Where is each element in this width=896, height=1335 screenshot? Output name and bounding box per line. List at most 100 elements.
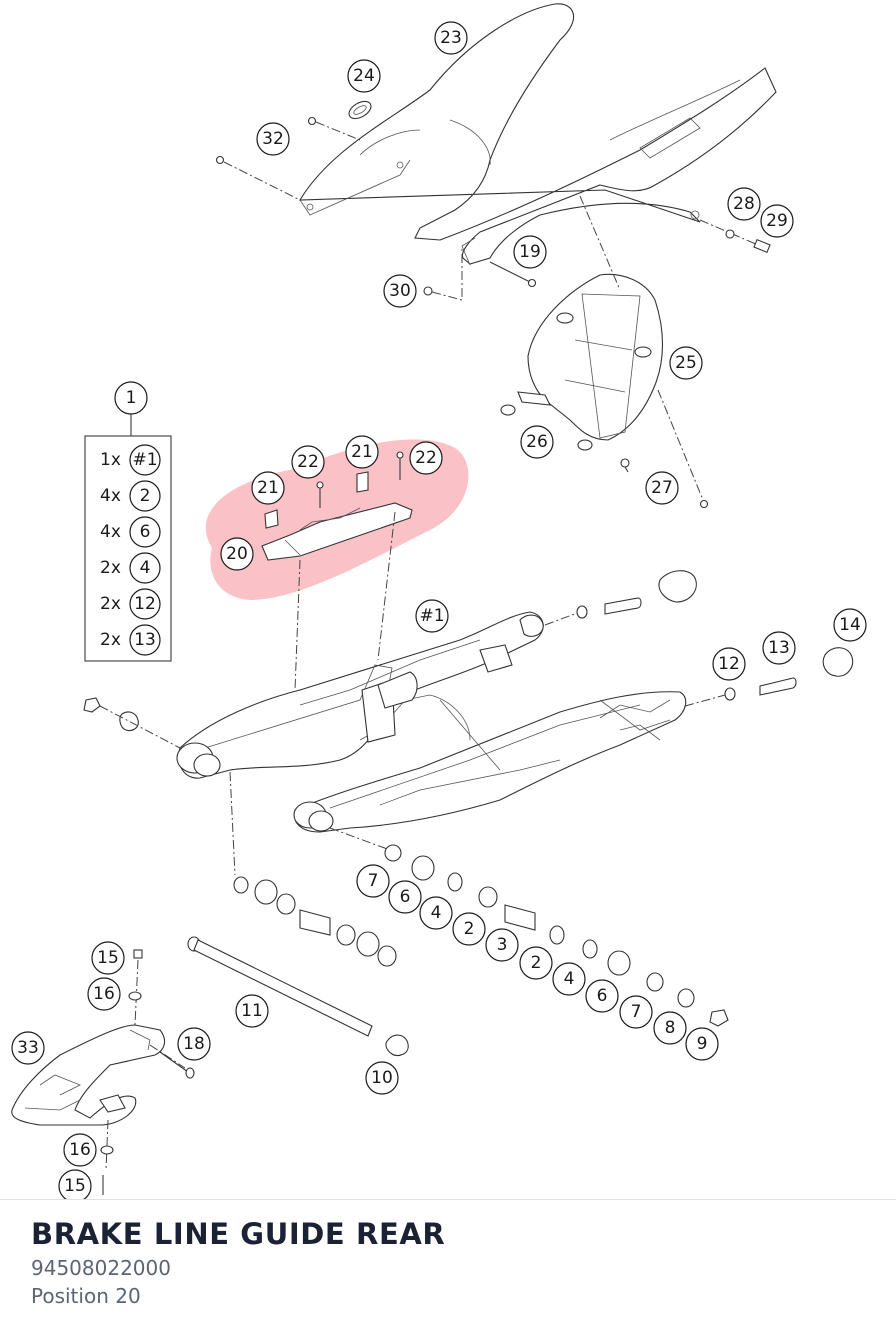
- kit-row-qty: 2x: [100, 630, 121, 650]
- axle-hardware-upper-part: [544, 570, 854, 707]
- callout-label: 24: [353, 66, 375, 86]
- callout-11: 11: [235, 994, 269, 1028]
- callout-8: 8: [653, 1011, 687, 1045]
- part-title: BRAKE LINE GUIDE REAR: [31, 1217, 446, 1251]
- callout-22: 22: [291, 445, 325, 479]
- part-number: 94508022000: [31, 1256, 171, 1280]
- kit-row-ref: 13: [134, 630, 156, 650]
- part-info-panel: BRAKE LINE GUIDE REAR 94508022000 Positi…: [31, 1214, 871, 1310]
- callout-33: 33: [11, 1031, 45, 1065]
- callout-23: 23: [434, 21, 468, 55]
- callout-label: 29: [766, 211, 788, 231]
- kit-row: 1x#1: [100, 444, 161, 476]
- callout-label: 22: [297, 452, 319, 472]
- callout-label: 19: [519, 242, 541, 262]
- callout-label: 8: [665, 1018, 676, 1038]
- callout-label: 27: [651, 478, 673, 498]
- kit-label: 1: [126, 388, 137, 408]
- chain-slider-part: [11, 949, 195, 1195]
- kit-row: 2x 13: [100, 624, 161, 656]
- callout-6: 6: [585, 979, 619, 1013]
- callout-label: 7: [368, 871, 379, 891]
- part-position: Position 20: [31, 1284, 141, 1308]
- callout-30: 30: [383, 274, 417, 308]
- kit-row-ref: 2: [140, 486, 151, 506]
- callout-32: 32: [256, 122, 290, 156]
- screw-28-29-part: [699, 219, 771, 254]
- callout-label: 2: [531, 953, 542, 973]
- callout-9: 9: [685, 1027, 719, 1061]
- callout-label: 28: [733, 194, 755, 214]
- callout-label: 30: [389, 281, 411, 301]
- callout-label: 33: [17, 1038, 39, 1058]
- callout-13: 13: [762, 631, 796, 665]
- callout-label: 32: [262, 129, 284, 149]
- callout-kit-1: 1: [114, 381, 148, 415]
- callout-25: 25: [669, 346, 703, 380]
- callout-label: 12: [718, 654, 740, 674]
- kit-row-ref: 4: [140, 558, 151, 578]
- brake-line-guide-part: [261, 451, 413, 691]
- callout-label: 23: [440, 28, 462, 48]
- callout-16: 16: [63, 1133, 97, 1167]
- bearing-stack-left-part: [229, 771, 397, 967]
- kit-row-qty: 4x: [100, 522, 121, 542]
- callout-label: 16: [93, 984, 115, 1004]
- callout-label: 22: [415, 448, 437, 468]
- callout-label: 13: [768, 638, 790, 658]
- kit-row-ref: #1: [132, 450, 157, 470]
- callout-label: 26: [526, 432, 548, 452]
- kit-row: 2x 12: [100, 588, 161, 620]
- callout-3: 3: [485, 928, 519, 962]
- callout-26: 26: [520, 425, 554, 459]
- callout-label: 21: [257, 478, 279, 498]
- footer-divider: [0, 1199, 896, 1200]
- callout-label: 9: [697, 1034, 708, 1054]
- callout-21: 21: [345, 435, 379, 469]
- callout-label: 6: [400, 887, 411, 907]
- callout-label: 15: [97, 948, 119, 968]
- pivot-hardware-part: [83, 697, 181, 749]
- callout-15: 15: [91, 941, 125, 975]
- callout-19: 19: [513, 235, 547, 269]
- callout-label: 15: [64, 1176, 86, 1196]
- kit-row-qty: 4x: [100, 486, 121, 506]
- kit-row: 2x 4: [100, 552, 161, 584]
- callout-label: 20: [226, 544, 248, 564]
- callout-6: 6: [388, 880, 422, 914]
- callout-20: 20: [220, 537, 254, 571]
- callout-label: 6: [597, 986, 608, 1006]
- callout-kit-1: #1: [415, 599, 449, 633]
- callout-29: 29: [760, 204, 794, 238]
- callout-28: 28: [727, 187, 761, 221]
- bolt-19-30-part: [423, 248, 537, 301]
- swingarm-part: [176, 611, 687, 833]
- callout-7: 7: [619, 995, 653, 1029]
- callout-label: 4: [564, 969, 575, 989]
- kit-row-ref: 12: [134, 594, 156, 614]
- nut-26-part: [500, 389, 709, 509]
- callout-2: 2: [519, 946, 553, 980]
- callout-label: 16: [69, 1140, 91, 1160]
- callout-21: 21: [251, 471, 285, 505]
- callout-15: 15: [58, 1169, 92, 1200]
- callout-10: 10: [365, 1061, 399, 1095]
- kit-row-qty: 2x: [100, 594, 121, 614]
- kit-row: 4x 2: [100, 480, 161, 512]
- callout-27: 27: [645, 471, 679, 505]
- screw-32-part: [215, 116, 361, 201]
- callout-label: 3: [497, 935, 508, 955]
- callout-22: 22: [409, 441, 443, 475]
- link-guard-bracket: [579, 195, 621, 291]
- pivot-axle-part: [187, 936, 409, 1057]
- bearing-stack-right-part: [329, 827, 729, 1027]
- kit-row-qty: 2x: [100, 558, 121, 578]
- callout-12: 12: [712, 647, 746, 681]
- callout-label: 11: [241, 1001, 263, 1021]
- callout-14: 14: [833, 608, 867, 642]
- callout-4: 4: [552, 962, 586, 996]
- callout-2: 2: [452, 912, 486, 946]
